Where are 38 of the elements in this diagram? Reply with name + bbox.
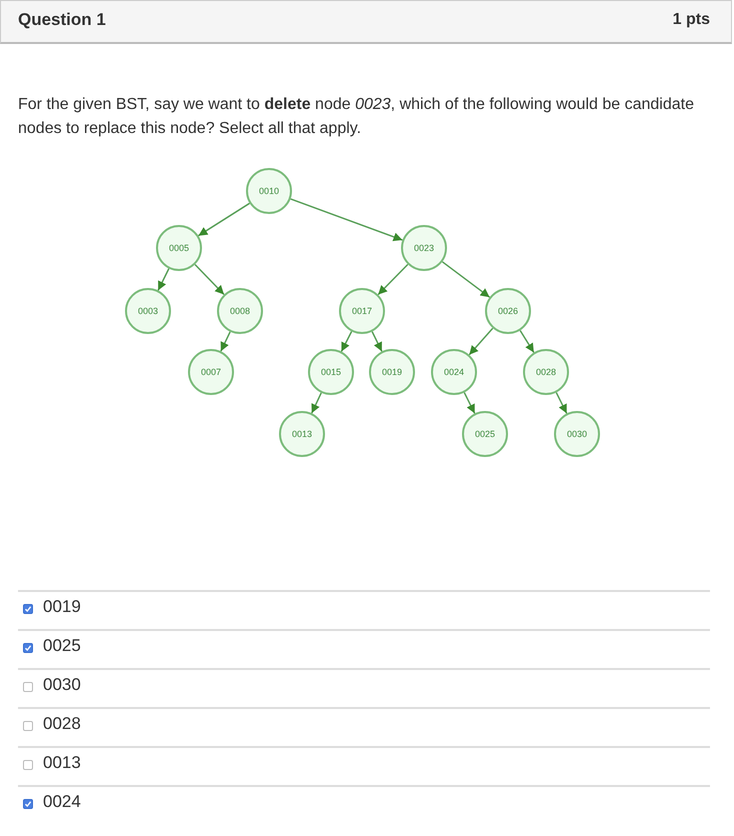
answer-option: 0028: [43, 714, 81, 734]
question-title: Question 1: [18, 10, 106, 30]
arrow: [290, 198, 403, 242]
arrow: [556, 392, 568, 414]
tree-node: 0024: [431, 349, 477, 395]
tree-node: 0030: [554, 411, 600, 457]
tree-node: 0010: [246, 168, 292, 214]
arrow: [371, 331, 383, 352]
arrow: [468, 328, 494, 356]
answer-option: 0019: [43, 597, 81, 617]
tree-node: 0007: [188, 349, 234, 395]
arrow: [520, 330, 534, 353]
answer-option: 0025: [43, 636, 81, 656]
tree-node: 0019: [369, 349, 415, 395]
tree-node: 0028: [523, 349, 569, 395]
arrow: [220, 331, 231, 352]
arrow: [378, 264, 408, 296]
arrow: [157, 268, 170, 291]
question-text: For the given BST, say we want to delete node 0023, which of the following would be candidate nodes to replace this node? Select all that apply.: [18, 95, 695, 139]
tree-node: 0005: [156, 225, 202, 271]
answer-option: 0024: [43, 792, 81, 812]
answer-option: 0013: [43, 753, 81, 773]
points-text: 1 pts: [672, 11, 710, 29]
arrow: [442, 261, 490, 298]
tree-node: 0015: [308, 349, 354, 395]
arrow: [198, 202, 250, 236]
arrow: [311, 392, 322, 414]
tree-node: 0013: [279, 411, 325, 457]
tree-node: 0017: [339, 288, 385, 334]
tree-node: 0026: [485, 288, 531, 334]
arrow: [464, 392, 476, 414]
tree-node: 0023: [401, 225, 447, 271]
arrow: [194, 264, 225, 295]
tree-node: 0008: [217, 288, 263, 334]
arrow: [340, 331, 352, 352]
answer-option: 0030: [43, 675, 81, 695]
tree-node: 0003: [125, 288, 171, 334]
tree-node: 0025: [462, 411, 508, 457]
